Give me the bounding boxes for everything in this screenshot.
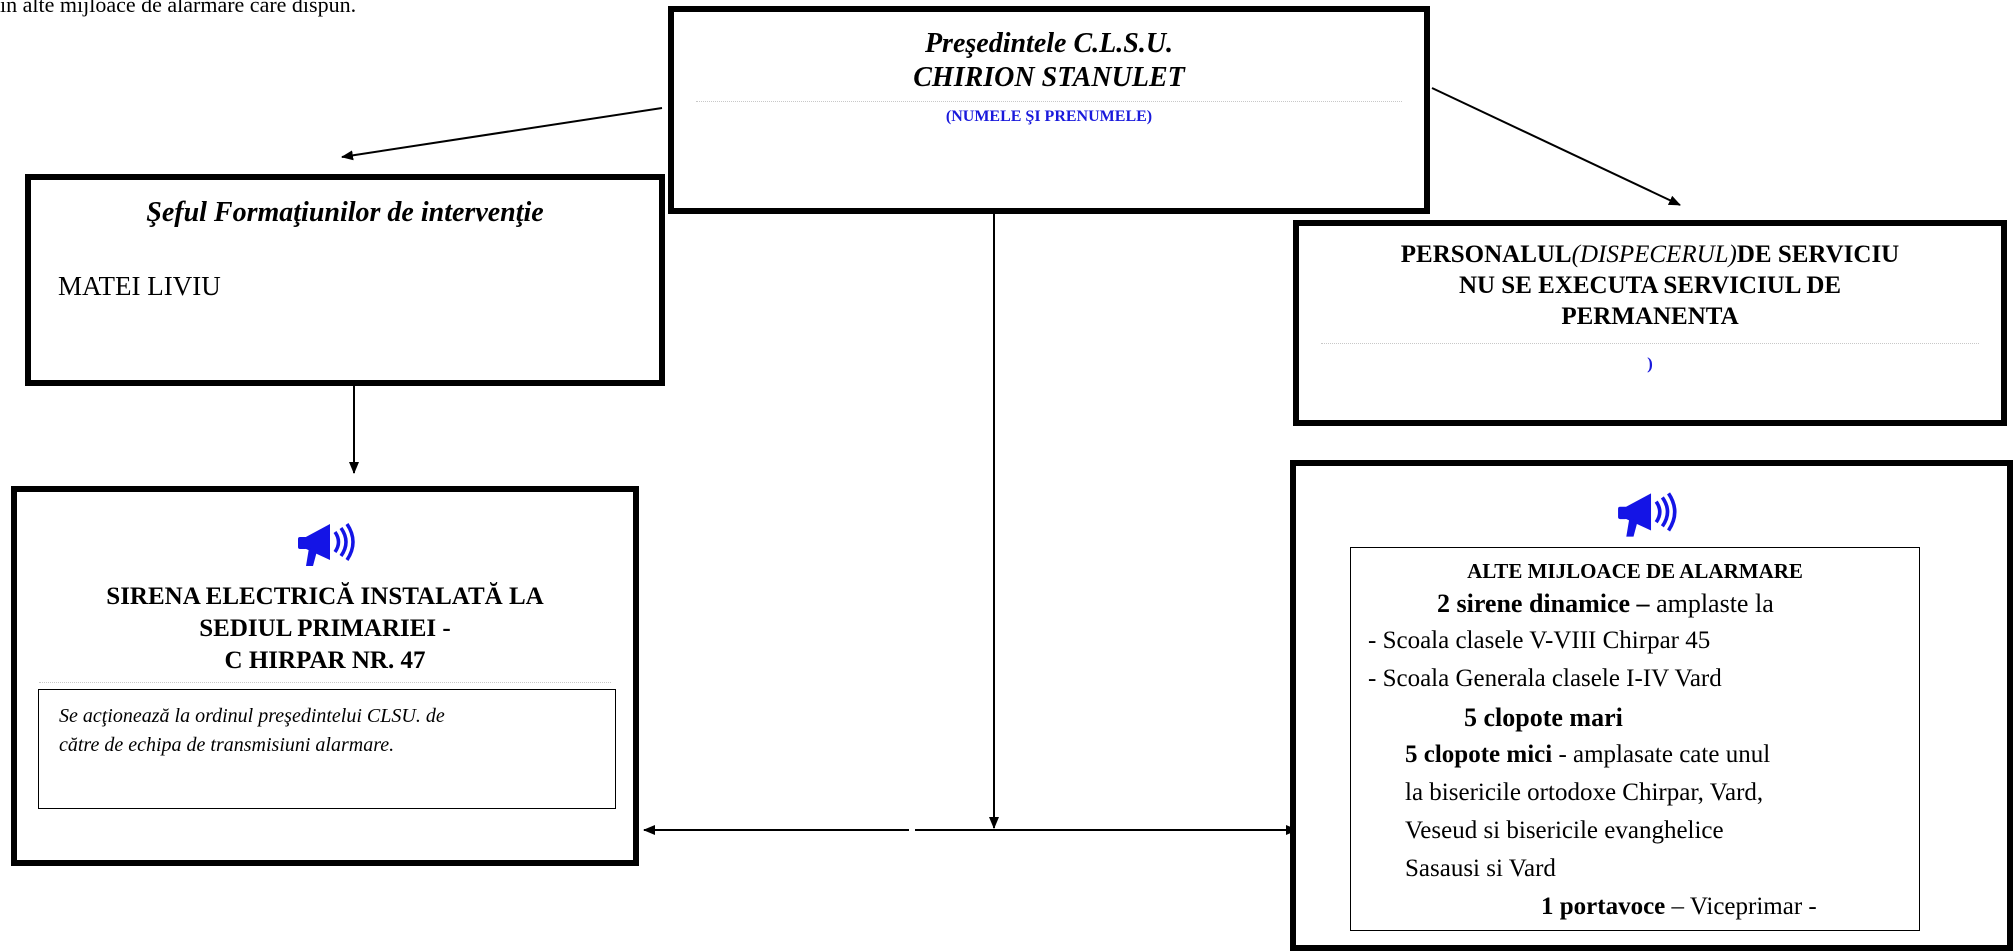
- churches-line-2: Veseud si bisericile evanghelice: [1405, 817, 1724, 844]
- siren-divider: [39, 682, 611, 683]
- siren-location-1: - Scoala clasele V-VIII Chirpar 45: [1368, 627, 1711, 654]
- churches-line-1: la bisericile ortodoxe Chirpar, Vard,: [1405, 779, 1764, 806]
- siren-note-line2: către de echipa de transmisiuni alarmare…: [59, 734, 395, 756]
- megaphone-line: 1 portavoce – Viceprimar -: [1541, 893, 1817, 921]
- small-bells-line: 5 clopote mici - amplasate cate unul: [1405, 741, 1770, 769]
- siren-line1: SIRENA ELECTRICĂ INSTALATĂ LA: [106, 583, 544, 610]
- sirens-count: 2 sirene dinamice –: [1437, 589, 1650, 618]
- dispatcher-line1-a: PERSONALUL: [1400, 241, 1572, 268]
- president-name: CHIRION STANULET: [913, 62, 1185, 93]
- big-bells: 5 clopote mari: [1464, 703, 1623, 732]
- interventions-box: Şeful Formaţiunilor de intervenţie MATEI…: [25, 174, 665, 386]
- megaphone-count: 1 portavoce: [1541, 893, 1666, 920]
- sirens-line: 2 sirene dinamice – amplaste la: [1437, 589, 1774, 619]
- dispatcher-box: PERSONALUL(DISPECERUL)DE SERVICIU NU SE …: [1293, 220, 2007, 426]
- dispatcher-line2: NU SE EXECUTA SERVICIUL DE: [1458, 272, 1842, 299]
- dispatcher-line1-c: DE SERVICIU: [1736, 241, 1900, 268]
- interventions-title: Şeful Formaţiunilor de intervenţie: [146, 197, 544, 228]
- dispatcher-divider: [1321, 343, 1979, 344]
- siren-note-box: Se acţionează la ordinul preşedintelui C…: [38, 689, 616, 809]
- megaphone-icon: [298, 523, 355, 566]
- interventions-name: MATEI LIVIU: [58, 271, 221, 301]
- siren-line3: C HIRPAR NR. 47: [224, 647, 426, 674]
- president-caption: (NUMELE ŞI PRENUMELE): [945, 108, 1153, 125]
- top-text-fragment: in alte mijloace de alarmare care dispun…: [0, 0, 357, 17]
- churches-line-3: Sasausi si Vard: [1405, 855, 1556, 882]
- megaphone-holder: – Viceprimar -: [1665, 893, 1817, 920]
- sirens-location-intro: amplaste la: [1649, 589, 1774, 618]
- siren-box: SIRENA ELECTRICĂ INSTALATĂ LA SEDIUL PRI…: [11, 486, 639, 866]
- other-means-list: ALTE MIJLOACE DE ALARMARE 2 sirene dinam…: [1350, 547, 1920, 931]
- other-means-box: ALTE MIJLOACE DE ALARMARE 2 sirene dinam…: [1290, 460, 2013, 951]
- president-divider: [696, 101, 1402, 102]
- siren-note-line1: Se acţionează la ordinul preşedintelui C…: [59, 705, 445, 727]
- megaphone-icon: [1618, 492, 1677, 537]
- small-bells-text: - amplasate cate unul: [1552, 741, 1771, 768]
- dispatcher-line3: PERMANENTA: [1561, 303, 1739, 330]
- small-bells-count: 5 clopote mici: [1405, 741, 1553, 768]
- siren-line2: SEDIUL PRIMARIEI -: [199, 615, 451, 642]
- dispatcher-caption: ): [1647, 354, 1653, 373]
- other-means-title: ALTE MIJLOACE DE ALARMARE: [1467, 559, 1803, 583]
- president-title: Preşedintele C.L.S.U.: [924, 28, 1174, 59]
- president-box: Preşedintele C.L.S.U. CHIRION STANULET (…: [668, 6, 1430, 214]
- arrow-to-dispatcher: [1431, 87, 1681, 206]
- dispatcher-line1: PERSONALUL(DISPECERUL)DE SERVICIU: [1299, 241, 2001, 269]
- dispatcher-line1-b: (DISPECERUL): [1571, 241, 1737, 268]
- siren-location-2: - Scoala Generala clasele I-IV Vard: [1368, 665, 1722, 692]
- arrow-to-interventions: [341, 107, 663, 161]
